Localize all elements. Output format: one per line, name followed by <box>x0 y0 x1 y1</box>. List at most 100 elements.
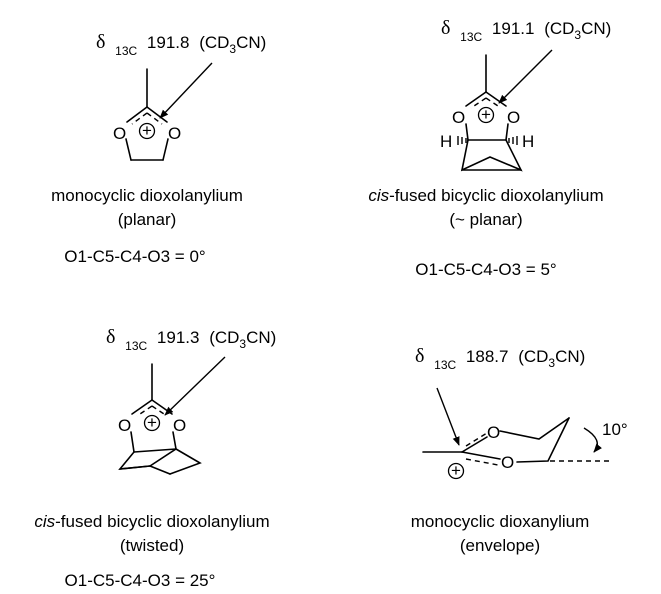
cation-charge: + <box>451 461 461 480</box>
chemical-shift: 191.3 <box>157 328 200 347</box>
panel-cis-fused-twisted: δ 13C 191.3 (CD3CN) O O + cis-fused bicy… <box>34 326 276 590</box>
envelope-angle: 10° <box>602 420 628 439</box>
shift-arrow <box>436 387 460 446</box>
conformation-label: (~ planar) <box>449 210 522 229</box>
solvent-close: CN) <box>555 347 585 366</box>
delta-symbol: δ <box>415 345 424 367</box>
bond-o1-c5 <box>130 431 135 453</box>
bond-o3-c4 <box>172 431 177 450</box>
oxygen-atom: O <box>173 416 186 435</box>
chemical-shift: 188.7 <box>466 347 509 366</box>
solvent-subscript: 3 <box>239 337 246 351</box>
angle-arc <box>583 427 602 453</box>
bond-c2-o1-partial <box>470 97 487 109</box>
hydrogen-atom: H <box>522 132 534 151</box>
cation-charge-circle <box>477 106 495 124</box>
panel-monocyclic-dioxanylium: δ 13C 188.7 (CD3CN) O O + 10° monocyclic… <box>411 345 628 555</box>
bond-c2-o1 <box>465 91 487 107</box>
hashed-bond-left <box>457 136 467 145</box>
dihedral-angle: O1-C5-C4-O3 = 0° <box>64 247 205 266</box>
ring-bond-lower <box>149 465 171 475</box>
shift-arrow <box>159 62 213 119</box>
shift-arrow <box>164 356 226 416</box>
bond-o1-c5 <box>465 123 469 141</box>
bond-o1-c5 <box>125 138 132 161</box>
bond-c2-o3-partial <box>485 97 502 109</box>
bond-c2-o1 <box>131 399 153 415</box>
cis-prefix: cis <box>368 186 389 205</box>
cation-charge-circle <box>143 414 161 432</box>
nmr-shift-label: δ 13C 191.1 (CD3CN) <box>441 17 611 45</box>
compound-name: monocyclic dioxanylium <box>411 512 590 531</box>
bond-c2-o1-partial <box>136 405 153 417</box>
solvent-open: (CD <box>209 328 239 347</box>
chemical-shift: 191.8 <box>147 33 190 52</box>
panel-monocyclic-dioxolanylium: δ 13C 191.8 (CD3CN) O O + monocyclic dio… <box>51 31 266 266</box>
shift-arrow <box>498 49 553 104</box>
delta-symbol: δ <box>96 31 105 53</box>
solvent-close: CN) <box>236 33 266 52</box>
solvent-subscript: 3 <box>548 356 555 370</box>
bond-c2-o1 <box>126 106 148 123</box>
compound-name-rest: -fused bicyclic dioxolanylium <box>389 186 603 205</box>
conformation-label: (envelope) <box>460 536 540 555</box>
cyclohexane-ring <box>118 448 202 475</box>
solvent-open: (CD <box>518 347 548 366</box>
solvent-subscript: 3 <box>574 28 581 42</box>
bond-o3-c4 <box>505 123 509 141</box>
oxygen-atom: O <box>452 108 465 127</box>
bond-c2-o3-partial <box>151 405 168 417</box>
hashed-bond-right <box>508 136 518 145</box>
cyclohexane-ring <box>460 139 523 172</box>
oxygen-atom: O <box>118 416 131 435</box>
cation-charge: + <box>142 121 152 140</box>
delta-symbol: δ <box>106 326 115 348</box>
dioxane-ring-lower <box>516 417 570 463</box>
ring-bond-back <box>133 448 177 453</box>
solvent-close: CN) <box>246 328 276 347</box>
bond-c2-o-lower-partial <box>465 458 499 466</box>
bond-c2-o3-partial <box>146 112 163 125</box>
nucleus-subscript: 13C <box>115 44 137 58</box>
solvent-subscript: 3 <box>229 42 236 56</box>
nucleus-subscript: 13C <box>125 339 147 353</box>
bond-c2-o3 <box>151 399 173 415</box>
hydrogen-atom: H <box>440 132 452 151</box>
chemical-shift: 191.1 <box>492 19 535 38</box>
compound-name: monocyclic dioxolanylium <box>51 186 243 205</box>
bond-c2-o3 <box>146 106 168 123</box>
nmr-shift-label: δ 13C 191.3 (CD3CN) <box>106 326 276 354</box>
bond-c2-o-lower <box>461 451 501 460</box>
bond-c2-o1-partial <box>131 112 148 125</box>
bond-c2-o-upper <box>461 436 488 453</box>
solvent-open: (CD <box>544 19 574 38</box>
cation-charge-circle <box>138 122 156 140</box>
solvent-close: CN) <box>581 19 611 38</box>
cation-charge: + <box>147 413 157 432</box>
cation-charge: + <box>481 105 491 124</box>
compound-name-rest: -fused bicyclic dioxolanylium <box>55 512 269 531</box>
oxygen-atom: O <box>507 108 520 127</box>
dihedral-angle: O1-C5-C4-O3 = 25° <box>65 571 216 590</box>
compound-name: cis-fused bicyclic dioxolanylium <box>368 186 603 205</box>
bond-c2-o-upper-partial <box>465 432 488 447</box>
dihedral-angle: O1-C5-C4-O3 = 5° <box>415 260 556 279</box>
cis-prefix: cis <box>34 512 55 531</box>
dioxane-ring-upper <box>499 417 570 440</box>
nucleus-subscript: 13C <box>460 30 482 44</box>
oxygen-atom: O <box>168 124 181 143</box>
oxygen-atom: O <box>113 124 126 143</box>
solvent-open: (CD <box>199 33 229 52</box>
ring-bond-front <box>119 465 151 470</box>
conformation-label: (planar) <box>118 210 177 229</box>
bond-c4-o3 <box>162 138 169 161</box>
oxygen-atom: O <box>487 423 500 442</box>
oxygen-atom: O <box>501 453 514 472</box>
panel-cis-fused-planar: δ 13C 191.1 (CD3CN) O O + H H <box>368 17 611 279</box>
nmr-shift-label: δ 13C 191.8 (CD3CN) <box>96 31 266 59</box>
nmr-shift-label: δ 13C 188.7 (CD3CN) <box>415 345 585 373</box>
bond-c2-o3 <box>485 91 507 107</box>
cation-charge-circle <box>447 462 465 480</box>
compound-name: cis-fused bicyclic dioxolanylium <box>34 512 269 531</box>
